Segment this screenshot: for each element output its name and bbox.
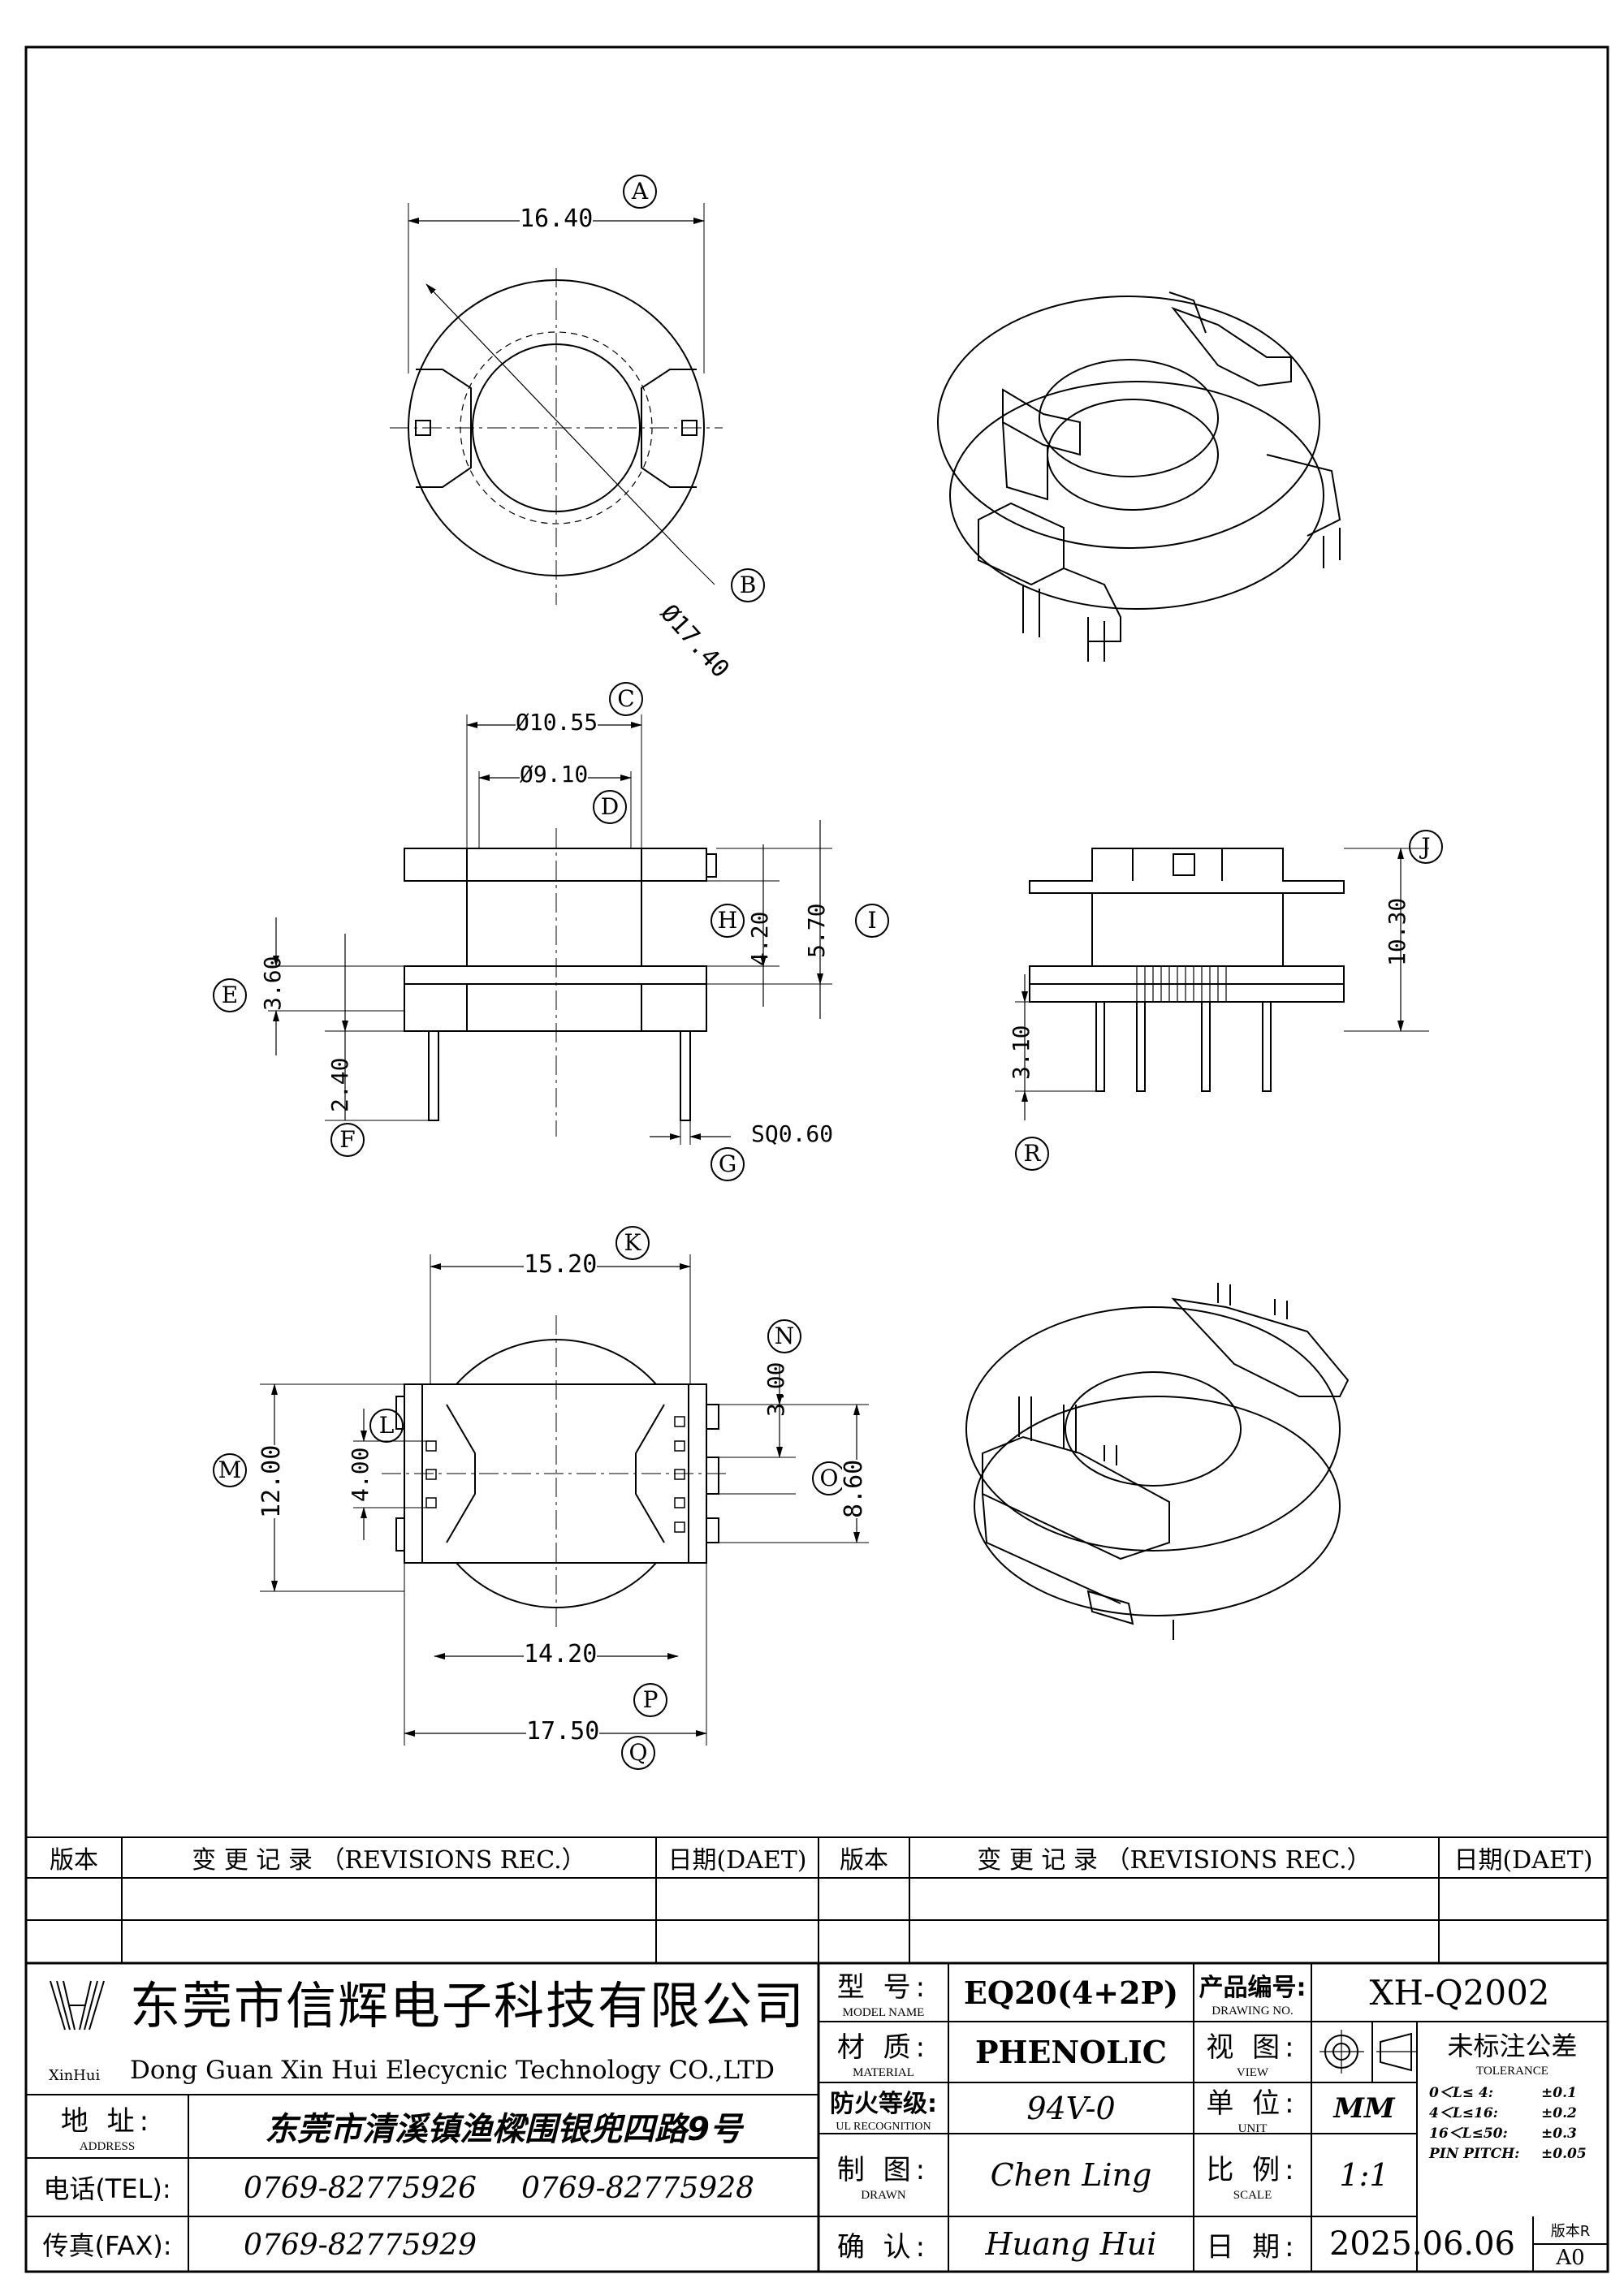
unit-label: 单 位: UNIT xyxy=(1206,2087,1299,2134)
checked-value: Huang Hui xyxy=(985,2226,1157,2262)
dim-p: 14.20 xyxy=(524,1640,598,1668)
rev-col-version-2: 版本 xyxy=(840,1846,888,1875)
dim-e: 3.60 xyxy=(259,956,286,1011)
drawing-no-label: 产品编号: DRAWING NO. xyxy=(1199,1973,1307,2018)
callout-q: Q xyxy=(621,1736,655,1770)
callout-f: F xyxy=(330,1123,365,1157)
address-value: 东莞市清溪镇渔樑围银兜四路9号 xyxy=(265,2111,742,2148)
title-block-lines xyxy=(26,1963,1608,2272)
rev-col-record-2: 变 更 记 录 （REVISIONS REC.） xyxy=(977,1846,1371,1875)
ul-label: 防火等级: UL RECOGNITION xyxy=(830,2089,937,2133)
dim-q: 17.50 xyxy=(526,1717,600,1746)
callout-b: B xyxy=(731,568,765,602)
fax-value: 0769-82775929 xyxy=(244,2229,477,2262)
company-name-cn: 东莞市信辉电子科技有限公司 xyxy=(130,1976,806,2035)
dim-l: 4.00 xyxy=(347,1447,374,1502)
tolerance-label: 未标注公差 TOLERANCE xyxy=(1447,2031,1578,2078)
dim-h: 4.20 xyxy=(746,911,773,966)
company-name-en: Dong Guan Xin Hui Elecycnic Technology C… xyxy=(130,2056,775,2085)
side-view xyxy=(1015,848,1429,1120)
rev-col-date-2: 日期(DAET) xyxy=(1453,1846,1593,1875)
version-value: A0 xyxy=(1556,2246,1585,2270)
iso-view-top xyxy=(937,291,1341,662)
scale-value: 1:1 xyxy=(1339,2157,1389,2193)
tolerance-row-value: ±0.3 xyxy=(1541,2126,1577,2142)
callout-a: A xyxy=(623,175,657,209)
revision-table-lines xyxy=(26,1836,1608,1965)
tel-value-2: 0769-82775928 xyxy=(521,2172,755,2205)
ul-value: 94V-0 xyxy=(1026,2090,1116,2126)
drawn-label: 制 图: DRAWN xyxy=(836,2154,931,2202)
dim-j: 10.30 xyxy=(1384,897,1410,966)
dim-a: 16.40 xyxy=(520,205,594,233)
dim-r: 3.10 xyxy=(1008,1025,1034,1080)
rev-col-record: 变 更 记 录 （REVISIONS REC.） xyxy=(192,1846,586,1875)
tolerance-row-value: ±0.1 xyxy=(1541,2085,1577,2101)
drawn-value: Chen Ling xyxy=(990,2157,1152,2193)
callout-n: N xyxy=(767,1319,801,1353)
model-label: 型 号: MODEL NAME xyxy=(836,1971,931,2019)
dim-i: 5.70 xyxy=(803,903,830,958)
material-value: PHENOLIC xyxy=(974,2034,1167,2070)
fax-label: 传真(FAX): xyxy=(42,2230,172,2261)
dim-d: Ø9.10 xyxy=(520,761,589,788)
tolerance-row-range: PIN PITCH: xyxy=(1429,2146,1520,2162)
dim-n: 3.00 xyxy=(762,1362,789,1417)
dim-o: 8.60 xyxy=(840,1459,868,1518)
callout-g: G xyxy=(710,1147,745,1181)
callout-i: I xyxy=(855,904,889,938)
date-value: 2025.06.06 xyxy=(1328,2225,1516,2263)
date-label: 日 期: xyxy=(1206,2230,1299,2264)
callout-p: P xyxy=(633,1683,667,1717)
address-label: 地 址: ADDRESS xyxy=(60,2105,154,2153)
tolerance-row-value: ±0.2 xyxy=(1541,2105,1577,2121)
tolerance-row-value: ±0.05 xyxy=(1541,2146,1587,2162)
scale-label: 比 例: SCALE xyxy=(1206,2154,1299,2202)
dim-g: SQ0.60 xyxy=(751,1120,834,1147)
tel-value-1: 0769-82775926 xyxy=(244,2172,477,2205)
iso-view-bottom xyxy=(965,1283,1350,1640)
dim-m: 12.00 xyxy=(257,1444,286,1518)
tolerance-row-range: 4＜L≤16: xyxy=(1429,2105,1498,2121)
dim-c: Ø10.55 xyxy=(516,709,598,736)
callout-j: J xyxy=(1409,830,1443,864)
tel-label: 电话(TEL): xyxy=(43,2173,171,2204)
tolerance-row-range: 16＜L≤50: xyxy=(1429,2126,1508,2142)
callout-h: H xyxy=(710,904,745,938)
callout-m: M xyxy=(213,1453,247,1487)
top-view xyxy=(390,203,723,605)
tolerance-row-range: 0＜L≤ 4: xyxy=(1429,2085,1494,2101)
dim-f: 2.40 xyxy=(326,1057,353,1112)
model-value: EQ20(4+2P) xyxy=(963,1974,1179,2011)
unit-value: MM xyxy=(1333,2091,1395,2125)
sheet-border xyxy=(24,45,1609,2273)
drawing-no-value: XH-Q2002 xyxy=(1369,1972,1550,2013)
callout-r: R xyxy=(1015,1137,1049,1171)
rev-col-date: 日期(DAET) xyxy=(667,1846,807,1875)
material-label: 材 质: MATERIAL xyxy=(836,2031,931,2079)
checked-label: 确 认: xyxy=(836,2230,931,2264)
version-label: 版本R xyxy=(1550,2223,1591,2240)
callout-e: E xyxy=(213,978,247,1012)
callout-d: D xyxy=(593,790,627,824)
dim-k: 15.20 xyxy=(524,1250,598,1279)
callout-c: C xyxy=(609,682,643,716)
view-label: 视 图: VIEW xyxy=(1206,2031,1299,2079)
callout-k: K xyxy=(615,1226,650,1260)
rev-col-version: 版本 xyxy=(50,1846,98,1875)
callout-l: L xyxy=(369,1409,404,1443)
xinhui-logo-icon xyxy=(50,1980,105,2031)
logo-text: XinHui xyxy=(49,2067,101,2084)
